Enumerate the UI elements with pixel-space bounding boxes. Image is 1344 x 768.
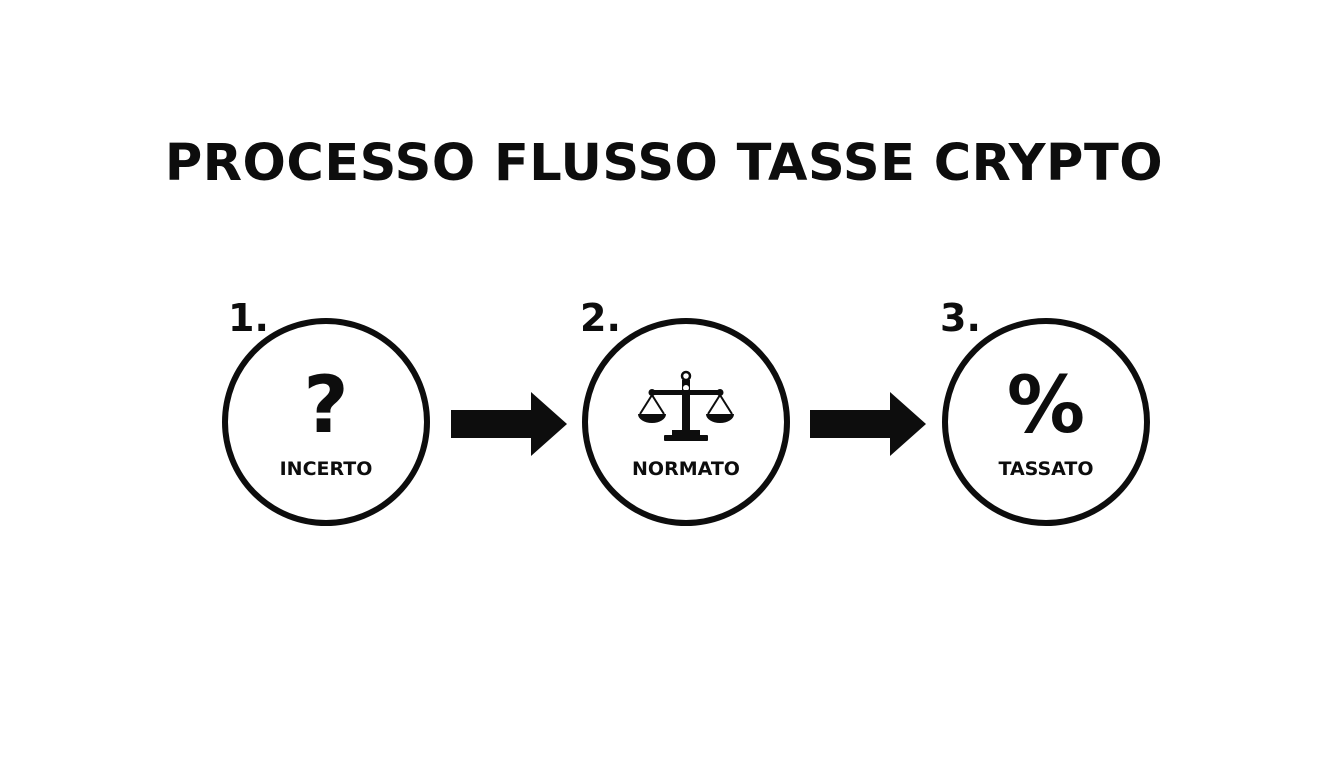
- step-1-label: INCERTO: [279, 458, 373, 480]
- diagram-title: PROCESSO FLUSSO TASSE CRYPTO: [164, 134, 1164, 193]
- step-2-circle: NORMATO: [582, 318, 790, 526]
- step-2-number: 2.: [580, 296, 621, 340]
- arrow-right-icon: [810, 392, 926, 456]
- arrow-right-icon: [451, 392, 567, 456]
- percent-icon: %: [996, 366, 1096, 446]
- step-3-circle: % TASSATO: [942, 318, 1150, 526]
- step-1-number: 1.: [228, 296, 269, 340]
- step-2-label: NORMATO: [632, 458, 740, 480]
- step-3-label: TASSATO: [998, 458, 1094, 480]
- step-3-number: 3.: [940, 296, 981, 340]
- question-mark-glyph: ?: [303, 361, 349, 451]
- question-mark-icon: ?: [276, 366, 376, 446]
- percent-glyph: %: [1006, 361, 1086, 451]
- scales-of-justice-icon: [636, 368, 736, 448]
- step-1-circle: ? INCERTO: [222, 318, 430, 526]
